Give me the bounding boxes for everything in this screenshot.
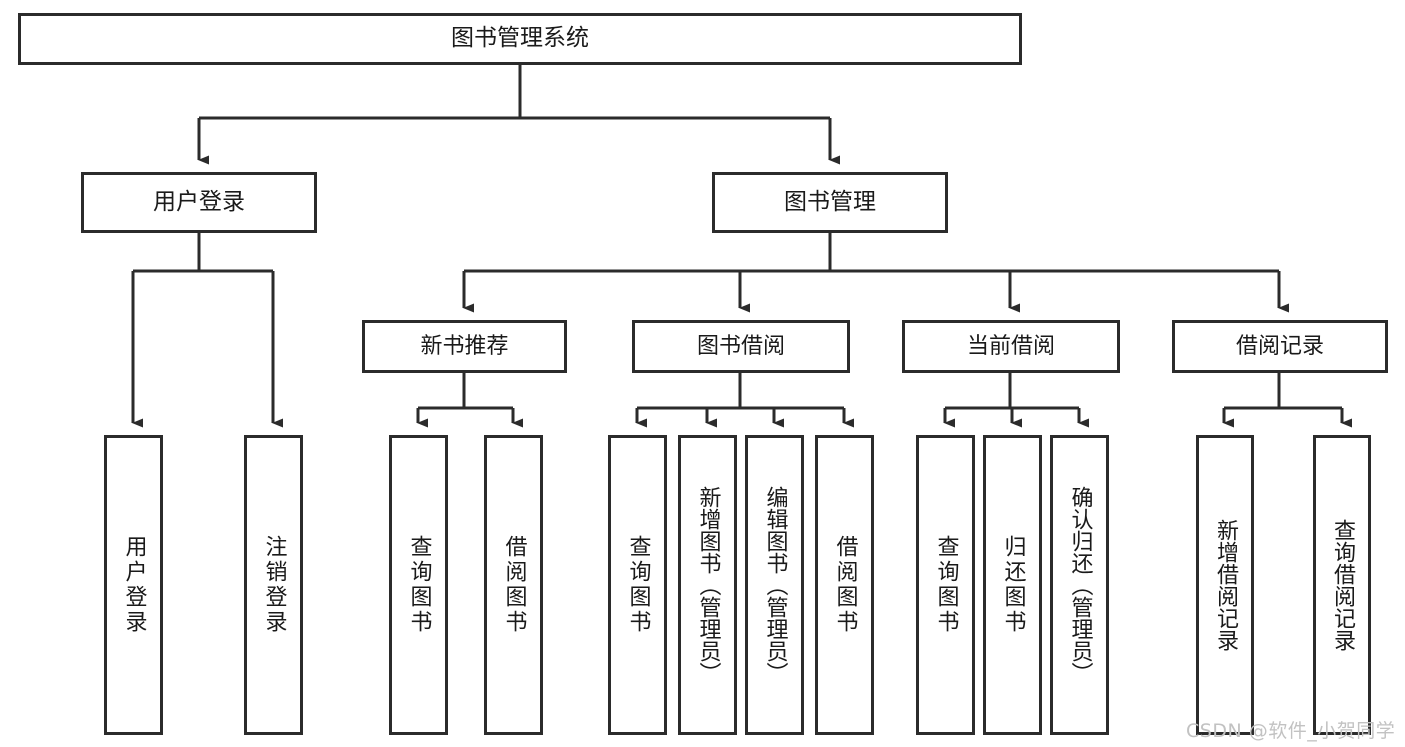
node-leaf-borrow-book-recommend[interactable]: 借阅图书 <box>484 435 543 735</box>
node-leaf-edit-book-admin[interactable]: 编辑图书（管理员） <box>745 435 804 735</box>
node-book-borrow-label: 图书借阅 <box>696 333 785 359</box>
node-book-borrow[interactable]: 图书借阅 <box>632 320 850 373</box>
node-borrow-record[interactable]: 借阅记录 <box>1172 320 1388 373</box>
node-leaf-borrow-book[interactable]: 借阅图书 <box>815 435 874 735</box>
node-leaf-add-book-admin[interactable]: 新增图书（管理员） <box>678 435 737 735</box>
node-leaf-query-book-current-label: 查询图书 <box>933 535 959 635</box>
node-leaf-query-book-recommend-label: 查询图书 <box>406 535 432 635</box>
node-leaf-add-borrow-record[interactable]: 新增借阅记录 <box>1196 435 1254 735</box>
node-leaf-add-book-admin-label: 新增图书（管理员） <box>695 486 721 684</box>
node-user-login[interactable]: 用户登录 <box>81 172 317 233</box>
node-leaf-query-borrow-record[interactable]: 查询借阅记录 <box>1313 435 1371 735</box>
node-book-management[interactable]: 图书管理 <box>712 172 948 233</box>
node-leaf-add-borrow-record-label: 新增借阅记录 <box>1213 519 1238 651</box>
node-new-book-recommend[interactable]: 新书推荐 <box>362 320 567 373</box>
node-root-label: 图书管理系统 <box>451 25 589 52</box>
node-leaf-user-login[interactable]: 用户登录 <box>104 435 163 735</box>
node-leaf-logout-label: 注销登录 <box>261 535 287 635</box>
node-new-book-recommend-label: 新书推荐 <box>420 333 509 359</box>
node-leaf-query-book-current[interactable]: 查询图书 <box>916 435 975 735</box>
node-current-borrow-label: 当前借阅 <box>966 333 1055 359</box>
node-leaf-return-book-label: 归还图书 <box>1000 535 1026 635</box>
node-leaf-borrow-book-label: 借阅图书 <box>832 535 858 635</box>
node-leaf-return-book[interactable]: 归还图书 <box>983 435 1042 735</box>
node-leaf-borrow-book-recommend-label: 借阅图书 <box>501 535 527 635</box>
node-leaf-query-borrow-record-label: 查询借阅记录 <box>1330 519 1355 651</box>
node-current-borrow[interactable]: 当前借阅 <box>902 320 1120 373</box>
node-borrow-record-label: 借阅记录 <box>1235 333 1324 359</box>
node-leaf-edit-book-admin-label: 编辑图书（管理员） <box>762 486 788 684</box>
node-leaf-query-book-recommend[interactable]: 查询图书 <box>389 435 448 735</box>
node-user-login-label: 用户登录 <box>153 188 245 215</box>
node-leaf-query-book-borrow-label: 查询图书 <box>625 535 651 635</box>
node-book-management-label: 图书管理 <box>784 188 876 215</box>
node-leaf-logout[interactable]: 注销登录 <box>244 435 303 735</box>
node-leaf-confirm-return-admin-label: 确认归还（管理员） <box>1067 486 1093 684</box>
node-leaf-confirm-return-admin[interactable]: 确认归还（管理员） <box>1050 435 1109 735</box>
node-leaf-query-book-borrow[interactable]: 查询图书 <box>608 435 667 735</box>
node-root[interactable]: 图书管理系统 <box>18 13 1022 65</box>
watermark-text: CSDN @软件_小贺同学 <box>1186 720 1396 742</box>
node-leaf-user-login-label: 用户登录 <box>121 535 147 635</box>
